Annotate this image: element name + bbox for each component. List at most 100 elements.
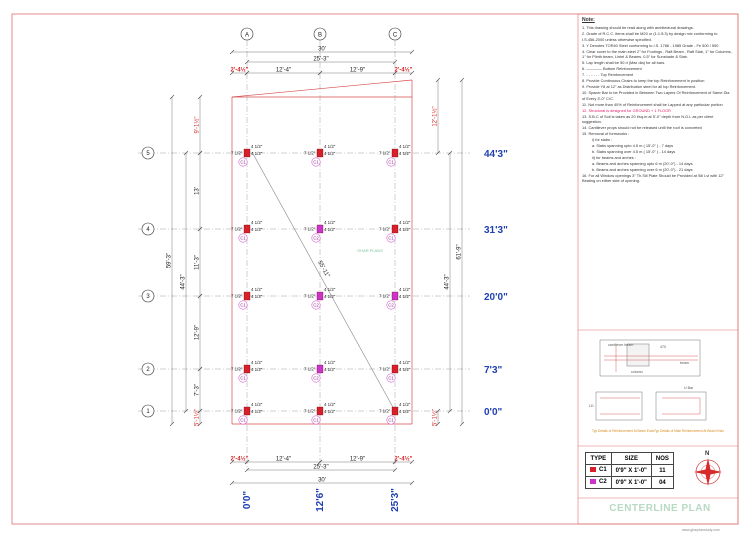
grid-bubble: [388, 27, 402, 41]
schedule-nos: 04: [650, 476, 674, 489]
dimension-text: 44'-3": [181, 274, 187, 289]
column-tag-circle: [238, 415, 248, 425]
column-offset-label: 7 1/2": [379, 227, 391, 232]
column-marker: [243, 406, 251, 416]
column-tag-circle: [386, 415, 396, 425]
notes-list: 1. This drawing should be read along wit…: [582, 25, 732, 183]
column-offset-label: 7 1/2": [379, 151, 391, 156]
column-offset-label: 7 1/2": [304, 227, 316, 232]
column-offset-label: 7 1/2": [304, 409, 316, 414]
grid-label: B: [318, 33, 322, 39]
dimension-text: 30': [318, 47, 326, 53]
column-offset-label: 4 1/2": [251, 360, 263, 365]
c1-swatch: [590, 467, 596, 473]
dimension-text: 44'-3": [445, 274, 451, 289]
column-offset-label: 4 1/2": [324, 151, 336, 156]
dimension-text: 30': [318, 478, 326, 484]
grid-label: 2: [146, 367, 150, 373]
note-item: b. Beams and arches spanning over 6 m (2…: [592, 167, 693, 173]
column-offset-label: 4 1/2": [324, 294, 336, 299]
column-tag-circle: [386, 233, 396, 243]
column-tag-circle: [311, 233, 321, 243]
column-c1: 4 1/2"7 1/2"4 1/2"C1: [231, 360, 263, 383]
schedule-size: 0'9" X 1'-0": [610, 464, 652, 477]
schedule-header-size: SIZE: [610, 452, 652, 465]
level-label: 31'3": [484, 225, 508, 236]
note-item: b. Slabs spanning over 4.5 m ( 15'-0" ) …: [592, 149, 676, 155]
column-c2: 4 1/2"7 1/2"4 1/2"C2: [304, 360, 336, 383]
column-offset-label: 7 1/2": [304, 151, 316, 156]
general-notes: Note: 1. This drawing should be read alo…: [582, 17, 732, 184]
column-c1: 4 1/2"7 1/2"4 1/2"C1: [379, 220, 411, 243]
column-offset-label: 4 1/2": [251, 287, 263, 292]
column-offset-label: 4 1/2": [251, 409, 263, 414]
dimension-text: 12'-4": [276, 457, 291, 463]
bottom-level-label: 25'3": [390, 488, 401, 512]
level-labels: 44'3"31'3"20'0"7'3"0'0"0'0"12'6"25'3": [242, 149, 508, 512]
column-c1: 4 1/2"7 1/2"4 1/2"C1: [231, 287, 263, 310]
column-tag-circle: [238, 157, 248, 167]
column-c1: 4 1/2"7 1/2"4 1/2"C1: [231, 402, 263, 425]
column-offset-label: 4 1/2": [399, 402, 411, 407]
grid-label: 3: [146, 294, 150, 300]
dimension-lines: 30'25'-3"2'-4½"12'-4"12'-9"2'-4½"30'25'-…: [167, 47, 465, 486]
column-marker: [243, 224, 251, 234]
footer-url: www.gharplanstudy.com: [682, 528, 720, 532]
dimension-text: 11'-3": [195, 255, 201, 270]
notes-title: Note:: [582, 17, 595, 23]
column-offset-label: 4 1/2": [399, 220, 411, 225]
dimension-text: 7'-3": [195, 384, 201, 396]
dimension-text: 25'-3": [313, 57, 328, 63]
c2-swatch: [590, 479, 596, 485]
column-offset-label: 4 1/2": [324, 144, 336, 149]
dimension-text: 5'-1½": [194, 409, 201, 426]
column-tag: C1: [388, 160, 394, 165]
column-offset-label: 7 1/2": [304, 367, 316, 372]
column-tag-circle: [386, 300, 396, 310]
grid-bubble: [141, 222, 155, 236]
column-marker: [391, 291, 399, 301]
grid-label: 4: [146, 227, 150, 233]
dimension-text: 13': [195, 187, 201, 195]
dimension-text: 2'-4½": [231, 67, 249, 74]
note-item: i) for slabs :: [592, 137, 613, 143]
detail-label-beam: beam: [680, 361, 689, 365]
column-offset-label: 7 1/2": [231, 227, 243, 232]
column-c1: 4 1/2"7 1/2"4 1/2"C1: [231, 220, 263, 243]
dimension-text: 12'-1½": [432, 106, 439, 126]
schedule-header-row: TYPE SIZE NOS: [585, 452, 674, 465]
note-item: 7. - - - - - - Top Reinforcement: [582, 72, 634, 78]
column-tag-circle: [311, 157, 321, 167]
column-offset-label: 4 1/2": [324, 367, 336, 372]
bottom-level-label: 12'6": [315, 488, 326, 512]
note-item: 11. Not more than 40% of Reinforcement s…: [582, 101, 723, 107]
column-offset-label: 4 1/2": [399, 360, 411, 365]
column-tag-circle: [386, 157, 396, 167]
detail-size-470: 470: [660, 345, 666, 349]
column-marker: [243, 291, 251, 301]
column-offset-label: 7 1/2": [304, 294, 316, 299]
detail-label-column: column: [631, 370, 643, 374]
column-offset-label: 4 1/2": [251, 294, 263, 299]
north-compass-icon: [694, 458, 722, 486]
column-offset-label: 4 1/2": [324, 402, 336, 407]
column-offset-label: 4 1/2": [251, 220, 263, 225]
diagonal-beam: [251, 151, 396, 412]
column-offset-label: 7 1/2": [231, 409, 243, 414]
diagonal-dimension: 55'-11": [316, 260, 330, 279]
column-marker: [316, 406, 324, 416]
column-schedule-table: TYPE SIZE NOS C1 0'9" X 1'-0" 11 C2 0'9"…: [585, 452, 674, 489]
note-item: 1. This drawing should be read along wit…: [582, 25, 694, 31]
note-item: a. Beams and arches spanning upto 6 m (2…: [592, 161, 693, 167]
column-tag: C1: [388, 236, 394, 241]
note-item: 3. Y Denotes TOR40 Steel conforming to I…: [582, 42, 719, 48]
column-c1: 4 1/2"7 1/2"4 1/2"C1: [231, 144, 263, 167]
column-c2: 4 1/2"7 1/2"4 1/2"C2: [304, 287, 336, 310]
dimension-text: 61'-9": [457, 244, 463, 259]
dimension-text: 5'-1½": [432, 409, 439, 426]
detail-caption-right: Typ Details of Main Reinforcement At Bea…: [654, 429, 724, 433]
grid-bubble: [313, 27, 327, 41]
dimension-text: 25'-3": [313, 465, 328, 471]
column-tag-circle: [386, 373, 396, 383]
column-offset-label: 4 1/2": [324, 409, 336, 414]
